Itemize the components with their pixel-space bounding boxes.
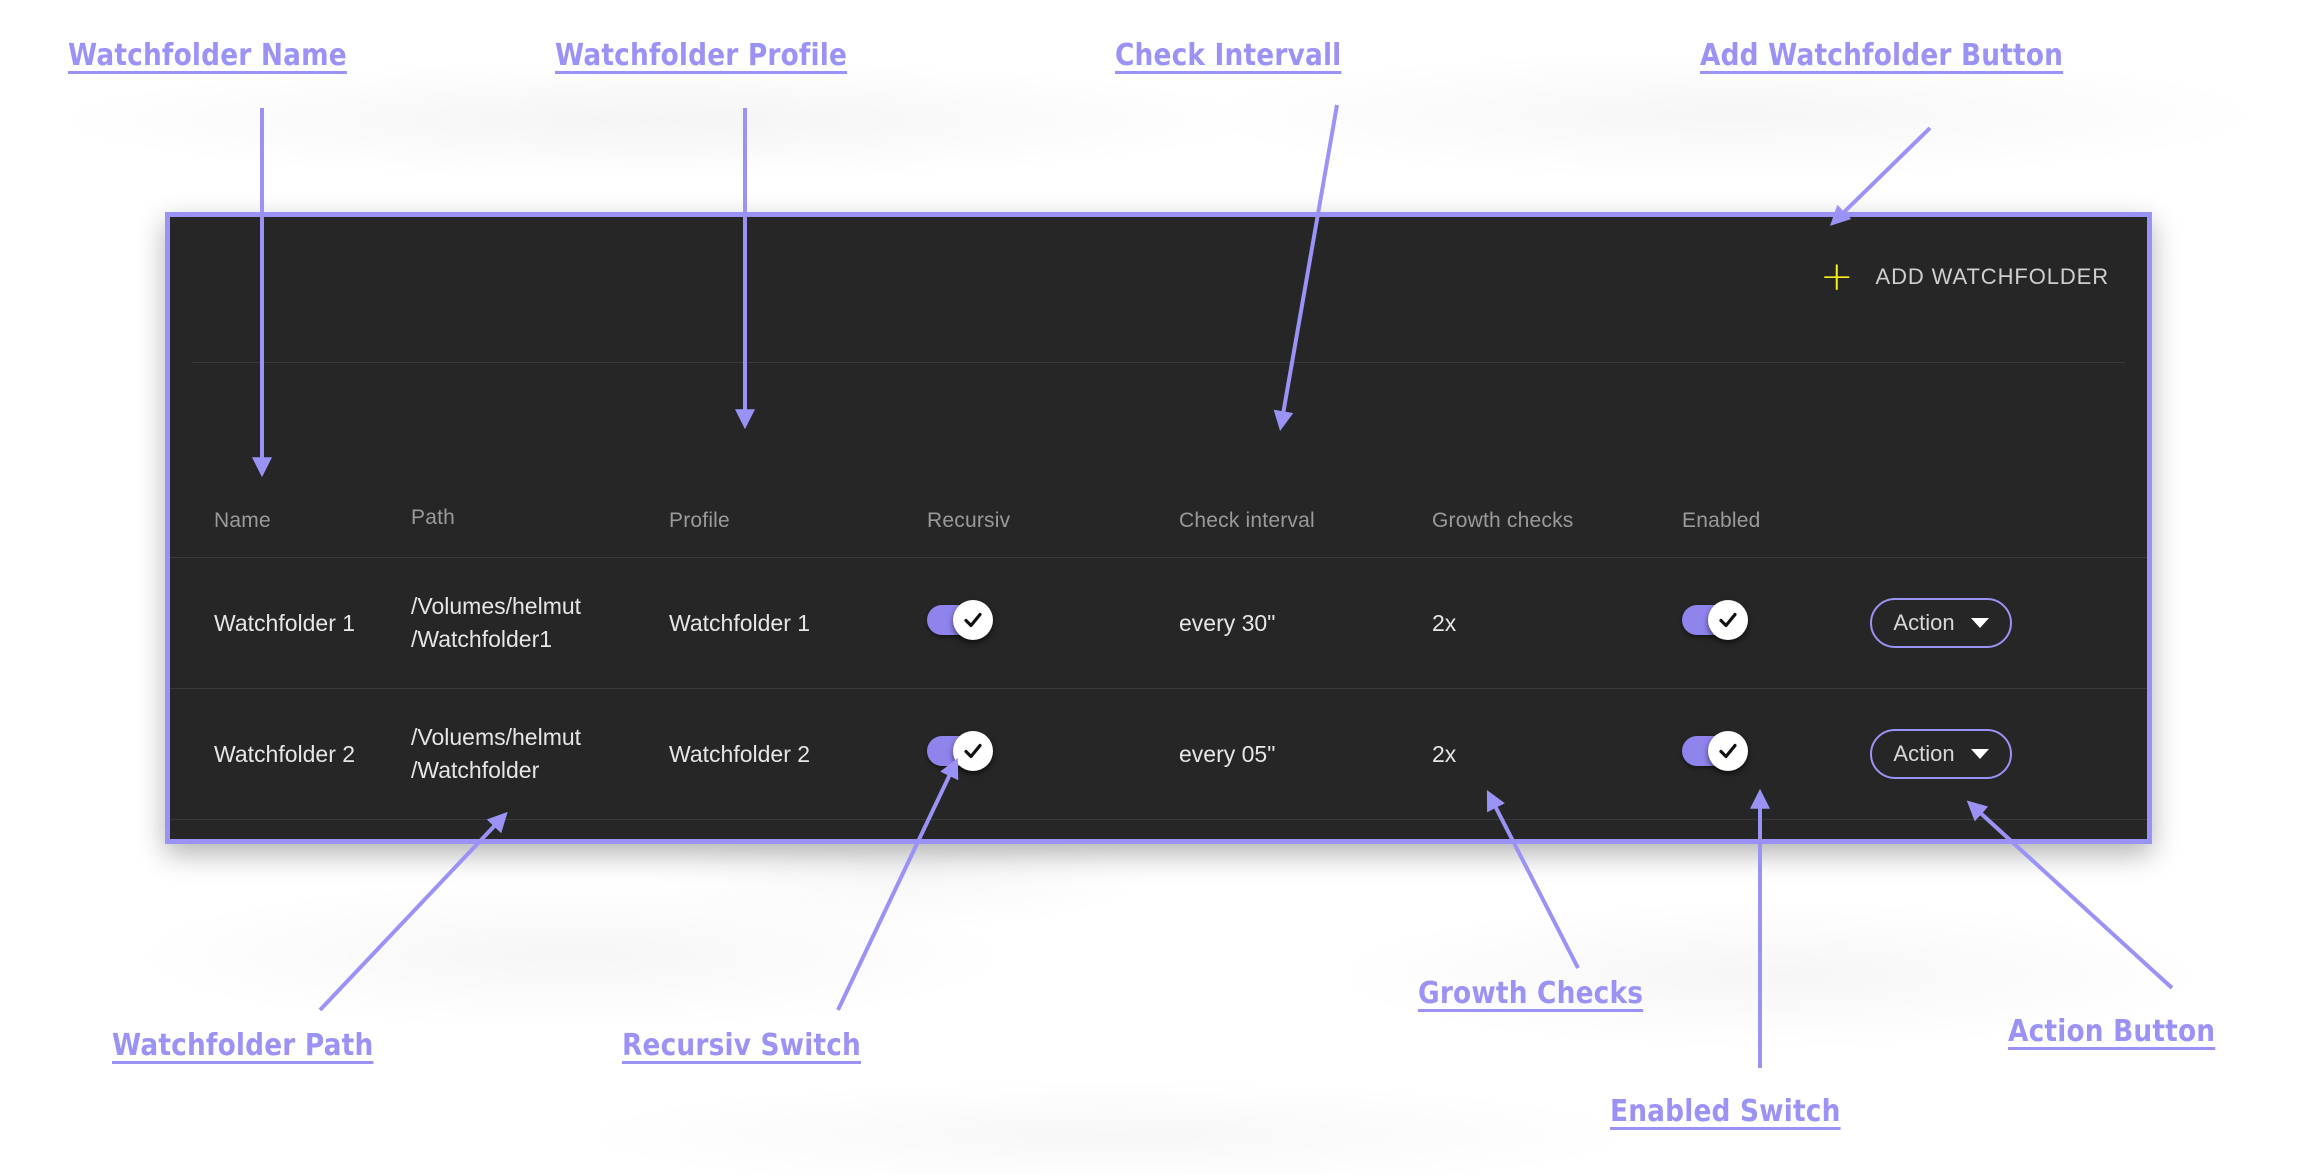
path-line-2: /Watchfolder [411, 757, 540, 783]
toolbar-divider [192, 362, 2125, 363]
toggle-knob [953, 731, 993, 771]
cell-recursiv [927, 600, 1179, 641]
cell-name: Watchfolder 2 [214, 740, 356, 767]
annotation-label-watchfolder-path: Watchfolder Path [112, 1028, 374, 1063]
annotation-label-watchfolder-name: Watchfolder Name [68, 38, 347, 73]
toggle-knob [1708, 600, 1748, 640]
table-row[interactable]: Watchfolder 2 /Voluems/helmut /Watchfold… [170, 689, 2147, 820]
check-icon [1719, 612, 1737, 628]
cell-enabled [1682, 731, 1870, 772]
annotation-label-recursiv-switch: Recursiv Switch [622, 1028, 862, 1063]
annotation-label-add-watchfolder-button: Add Watchfolder Button [1700, 38, 2064, 73]
cell-action: Action [1870, 729, 2060, 779]
table-row[interactable]: Watchfolder 1 /Volumes/helmut /Watchfold… [170, 558, 2147, 689]
cell-name: Watchfolder 1 [214, 609, 356, 636]
cell-profile: Watchfolder 1 [669, 609, 811, 636]
enabled-toggle-switch[interactable] [1682, 600, 1748, 640]
add-watchfolder-button[interactable]: + ADD WATCHFOLDER [1810, 257, 2119, 297]
check-icon [964, 612, 982, 628]
toggle-knob [953, 600, 993, 640]
annotation-label-watchfolder-profile: Watchfolder Profile [555, 38, 848, 73]
background-shadow-5 [560, 1080, 1660, 1175]
chevron-down-icon [1970, 749, 1989, 759]
column-header-path[interactable]: Path [411, 505, 455, 529]
action-button[interactable]: Action [1870, 598, 2012, 648]
cell-recursiv [927, 731, 1179, 772]
panel-toolbar: + ADD WATCHFOLDER [170, 217, 2147, 362]
watchfolder-panel: + ADD WATCHFOLDER Name Path Profile Recu… [165, 212, 2152, 844]
table-header-row: Name Path Profile Recursiv Check interva… [170, 363, 2147, 558]
path-line-1: /Volumes/helmut [411, 592, 582, 619]
cell-check-interval: every 05" [1179, 740, 1276, 767]
cell-growth-checks: 2x [1432, 740, 1457, 767]
recursiv-toggle-switch[interactable] [927, 731, 993, 771]
annotation-label-action-button: Action Button [2008, 1014, 2216, 1049]
arrow-watchfolder-path [318, 811, 508, 1012]
action-button-label: Action [1893, 610, 1955, 635]
arrow-add-button [1829, 126, 1932, 226]
annotation-label-enabled-switch: Enabled Switch [1610, 1094, 1841, 1129]
background-shadow-1 [40, 60, 1280, 180]
cell-check-interval: every 30" [1179, 609, 1276, 636]
path-line-2: /Watchfolder1 [411, 626, 553, 652]
path-line-1: /Voluems/helmut [411, 723, 582, 750]
chevron-down-icon [1970, 618, 1989, 628]
annotation-label-check-intervall: Check Intervall [1115, 38, 1342, 73]
cell-growth-checks: 2x [1432, 609, 1457, 636]
column-header-recursiv[interactable]: Recursiv [927, 509, 1011, 532]
cell-profile: Watchfolder 2 [669, 740, 811, 767]
add-watchfolder-label: ADD WATCHFOLDER [1875, 264, 2109, 289]
cell-enabled [1682, 600, 1870, 641]
plus-icon: + [1819, 254, 1854, 300]
cell-action: Action [1870, 598, 2060, 648]
check-icon [964, 743, 982, 759]
toggle-knob [1708, 731, 1748, 771]
annotation-label-growth-checks: Growth Checks [1418, 976, 1644, 1011]
cell-path: /Voluems/helmut /Watchfolder [411, 721, 669, 788]
recursiv-toggle-switch[interactable] [927, 600, 993, 640]
column-header-growth-checks[interactable]: Growth checks [1432, 509, 1574, 532]
enabled-toggle-switch[interactable] [1682, 731, 1748, 771]
watchfolder-table: Name Path Profile Recursiv Check interva… [170, 363, 2147, 820]
check-icon [1719, 743, 1737, 759]
column-header-name[interactable]: Name [214, 509, 271, 532]
column-header-profile[interactable]: Profile [669, 509, 730, 532]
background-shadow-3 [120, 880, 1020, 1030]
action-button[interactable]: Action [1870, 729, 2012, 779]
cell-path: /Volumes/helmut /Watchfolder1 [411, 590, 669, 657]
action-button-label: Action [1893, 741, 1955, 766]
column-header-check-interval[interactable]: Check interval [1179, 509, 1315, 532]
column-header-enabled[interactable]: Enabled [1682, 509, 1761, 532]
